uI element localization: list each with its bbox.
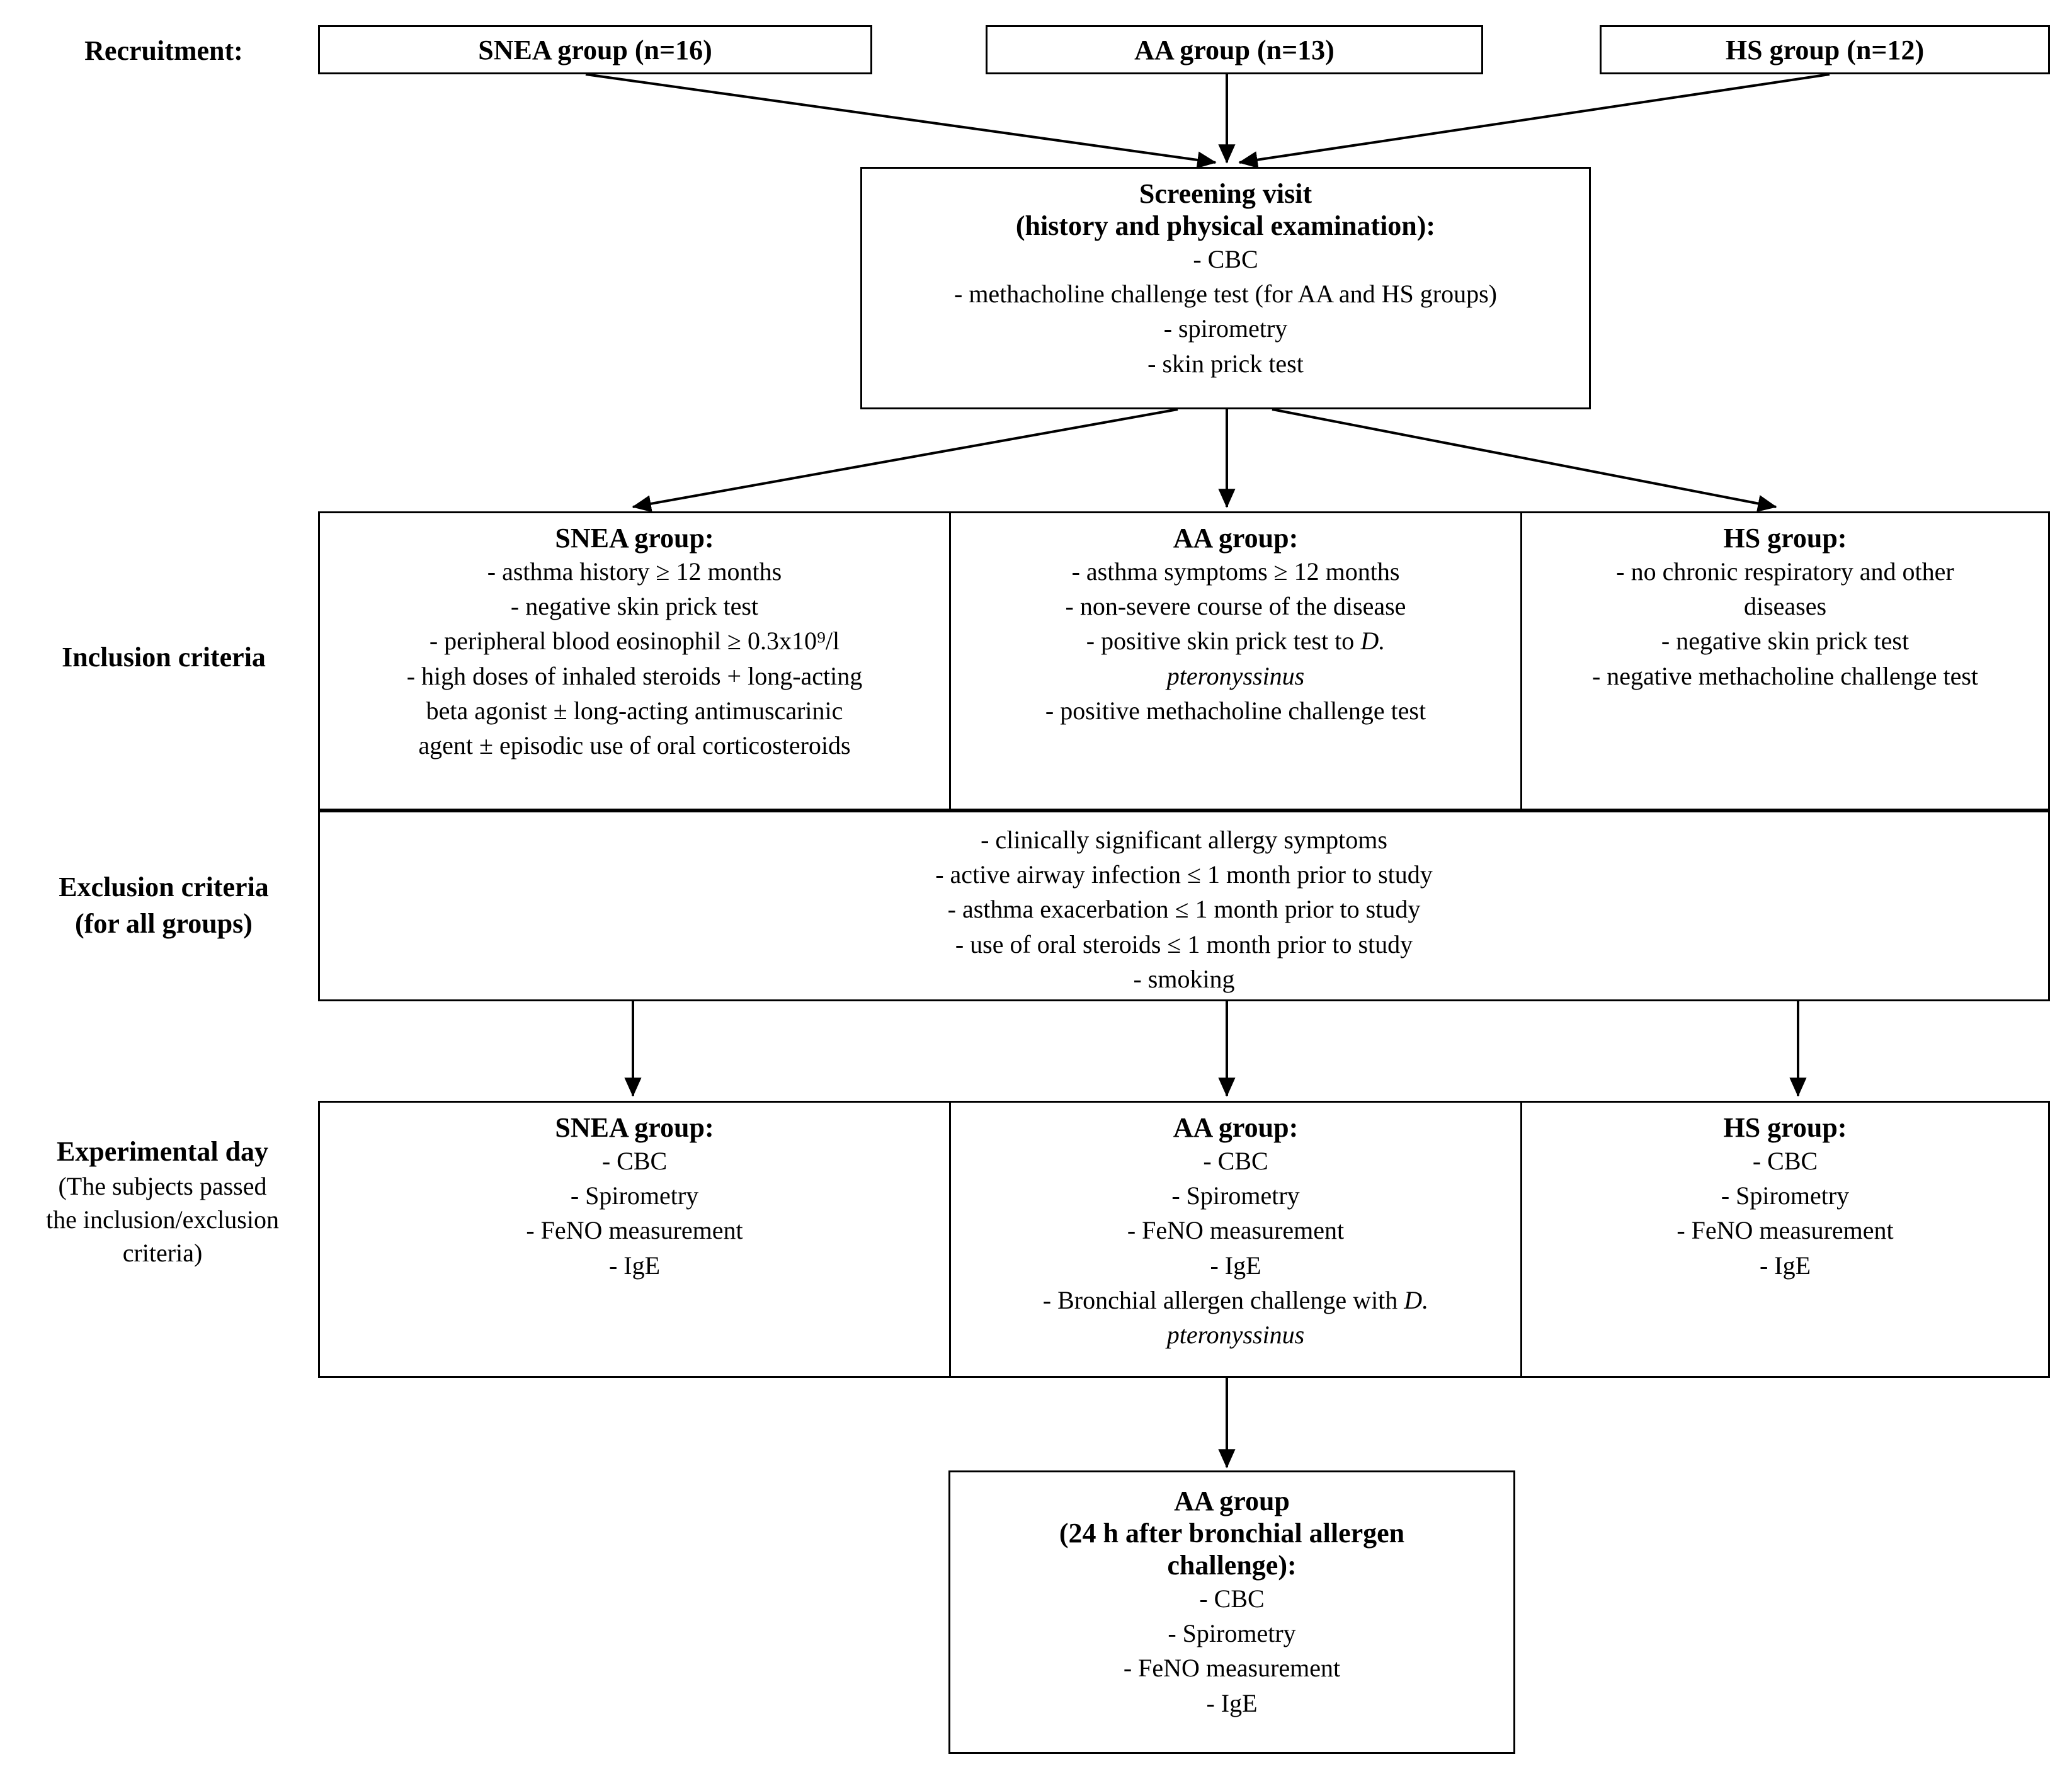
inclusion-hs-item: - negative skin prick test [1661,627,1910,656]
experimental-aa-item: - FeNO measurement [1127,1216,1345,1245]
row-label-experimental-line2: (The subjects passed [58,1172,267,1201]
experimental-aa-item: - Spirometry [1171,1181,1300,1210]
experimental-day-aa[interactable]: AA group: - CBC - Spirometry - FeNO meas… [949,1101,1522,1378]
experimental-aa-item-species: pteronyssinus [1166,1320,1305,1349]
inclusion-criteria-aa[interactable]: AA group: - asthma symptoms ≥ 12 months … [949,511,1522,810]
inclusion-hs-item: - negative methacholine challenge test [1591,661,1979,690]
screening-title-line1: Screening visit [1139,178,1312,209]
row-label-exclusion-criteria: Exclusion criteria (for all groups) [25,869,302,942]
row-label-recruitment-text: Recruitment: [84,35,243,66]
screening-item: - methacholine challenge test (for AA an… [954,280,1497,309]
inclusion-criteria-snea[interactable]: SNEA group: - asthma history ≥ 12 months… [318,511,951,810]
inclusion-snea-item: - peripheral blood eosinophil ≥ 0.3x10⁹/… [429,627,840,656]
recruitment-hs-label: HS group (n=12) [1725,34,1925,65]
inclusion-aa-item: - positive methacholine challenge test [1045,696,1426,725]
inclusion-aa-item-text: - positive skin prick test to D. [1086,627,1386,656]
experimental-snea-item: - IgE [608,1251,661,1280]
experimental-snea-item: - FeNO measurement [526,1216,743,1245]
followup-title-line2: (24 h after bronchial allergen [1059,1518,1405,1549]
inclusion-snea-item: - asthma history ≥ 12 months [487,557,782,586]
screening-item: - skin prick test [1147,349,1304,378]
followup-item: - CBC [1199,1584,1265,1613]
inclusion-snea-item: beta agonist ± long-acting antimuscarini… [426,696,843,725]
row-label-inclusion-text: Inclusion criteria [62,642,266,673]
exclusion-item: - asthma exacerbation ≤ 1 month prior to… [947,895,1421,924]
recruitment-box-hs[interactable]: HS group (n=12) [1600,25,2050,74]
recruitment-aa-label: AA group (n=13) [1134,34,1335,65]
experimental-aa-item: - IgE [1210,1251,1261,1280]
exclusion-item: - active airway infection ≤ 1 month prio… [935,860,1433,889]
inclusion-snea-item: agent ± episodic use of oral corticoster… [418,731,851,759]
experimental-aa-item: - CBC [1203,1147,1268,1175]
inclusion-hs-title: HS group: [1723,523,1847,554]
row-label-recruitment: Recruitment: [38,33,290,69]
screening-item: - CBC [1193,245,1258,273]
followup-aa-24h-box[interactable]: AA group (24 h after bronchial allergen … [948,1470,1515,1754]
inclusion-hs-item: diseases [1743,592,1827,621]
followup-item: - Spirometry [1168,1619,1296,1648]
inclusion-criteria-hs[interactable]: HS group: - no chronic respiratory and o… [1520,511,2050,810]
exclusion-criteria-box[interactable]: - clinically significant allergy symptom… [318,810,2050,1001]
followup-item: - FeNO measurement [1123,1654,1341,1683]
screening-title-line2: (history and physical examination): [1015,210,1436,241]
experimental-day-snea[interactable]: SNEA group: - CBC - Spirometry - FeNO me… [318,1101,951,1378]
screening-visit-box[interactable]: Screening visit (history and physical ex… [860,167,1591,409]
experimental-hs-item: - Spirometry [1721,1181,1850,1210]
experimental-day-hs[interactable]: HS group: - CBC - Spirometry - FeNO meas… [1520,1101,2050,1378]
experimental-aa-item: - Bronchial allergen challenge with D. [1042,1285,1429,1314]
exclusion-item: - clinically significant allergy symptom… [981,826,1387,854]
row-label-inclusion-criteria: Inclusion criteria [25,639,302,676]
experimental-hs-item: - CBC [1752,1147,1818,1175]
experimental-hs-item: - FeNO measurement [1676,1216,1894,1245]
followup-title-line3: challenge): [1167,1550,1297,1581]
inclusion-aa-item: - positive skin prick test to D. [951,623,1520,658]
exclusion-item: - smoking [1133,964,1235,993]
row-label-experimental-line1: Experimental day [56,1136,269,1167]
experimental-snea-item: - Spirometry [570,1181,699,1210]
experimental-hs-item: - IgE [1759,1251,1811,1280]
screening-item: - spirometry [1163,314,1288,343]
row-label-experimental-line4: criteria) [122,1238,203,1267]
recruitment-box-aa[interactable]: AA group (n=13) [986,25,1483,74]
recruitment-box-snea[interactable]: SNEA group (n=16) [318,25,872,74]
row-label-exclusion-line2: (for all groups) [75,908,253,940]
row-label-exclusion-line1: Exclusion criteria [59,872,269,902]
recruitment-snea-label: SNEA group (n=16) [478,34,712,65]
experimental-snea-title: SNEA group: [555,1112,714,1143]
inclusion-aa-item-species: pteronyssinus [1166,661,1305,690]
row-label-experimental-day: Experimental day (The subjects passed th… [11,1134,314,1270]
followup-title-line1: AA group [1174,1486,1290,1516]
experimental-aa-title: AA group: [1173,1112,1299,1143]
inclusion-hs-item: - no chronic respiratory and other [1616,557,1954,586]
experimental-snea-item: - CBC [601,1147,668,1175]
inclusion-snea-item: - high doses of inhaled steroids + long-… [406,661,863,690]
inclusion-aa-item: - asthma symptoms ≥ 12 months [1071,557,1400,586]
inclusion-aa-title: AA group: [1173,523,1299,554]
experimental-hs-title: HS group: [1723,1112,1847,1143]
inclusion-snea-item: - negative skin prick test [510,592,759,621]
exclusion-item: - use of oral steroids ≤ 1 month prior t… [955,930,1413,958]
inclusion-snea-title: SNEA group: [555,523,714,554]
inclusion-aa-item: - non-severe course of the disease [1065,592,1406,621]
row-label-experimental-line3: the inclusion/exclusion [46,1205,279,1234]
followup-item: - IgE [1206,1688,1258,1717]
